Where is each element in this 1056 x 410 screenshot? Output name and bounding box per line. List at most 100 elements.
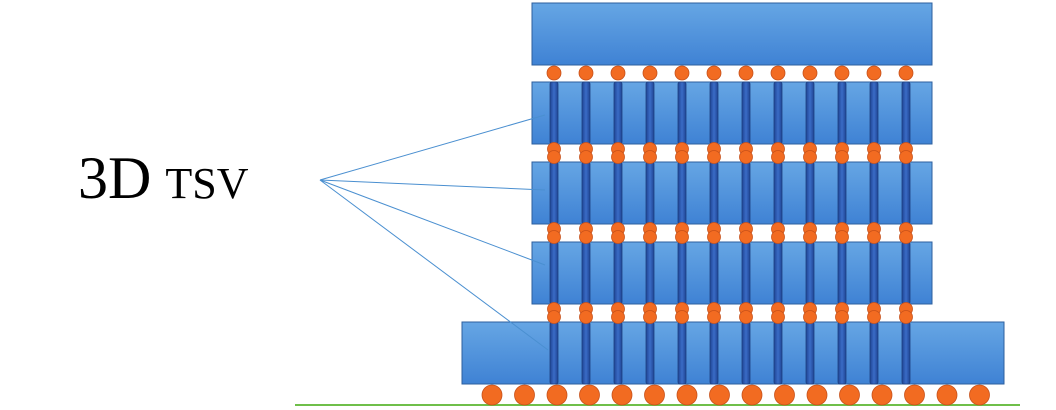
solder-bump — [739, 230, 753, 244]
solder-bump — [707, 230, 721, 244]
tsv-via — [837, 241, 847, 305]
tsv-via — [645, 321, 655, 385]
solder-bump — [866, 65, 882, 81]
solder-bump — [803, 150, 817, 164]
solder-bump — [835, 150, 849, 164]
tsv-die-1 — [531, 81, 933, 145]
solder-bump — [706, 65, 722, 81]
tsv-via — [901, 81, 911, 145]
label-3d: 3D — [78, 145, 152, 211]
solder-bump — [611, 384, 633, 406]
tsv-via — [677, 161, 687, 225]
solder-bump — [802, 65, 818, 81]
base-substrate — [461, 321, 1005, 385]
tsv-via — [645, 161, 655, 225]
solder-bump — [771, 150, 785, 164]
tsv-via — [805, 161, 815, 225]
tsv-via — [549, 321, 559, 385]
tsv-via — [613, 161, 623, 225]
solder-bump — [835, 310, 849, 324]
solder-bump — [771, 230, 785, 244]
tsv-via — [677, 241, 687, 305]
solder-bump — [643, 310, 657, 324]
solder-bump — [774, 384, 795, 406]
solder-bump — [771, 310, 785, 324]
tsv-via — [549, 241, 559, 305]
solder-bump — [675, 230, 689, 244]
tsv-via — [741, 241, 751, 305]
solder-bump — [899, 230, 913, 244]
solder-bump — [547, 310, 561, 324]
solder-bump — [610, 65, 626, 81]
solder-bump — [546, 384, 568, 406]
solder-bump — [611, 230, 625, 244]
tsv-via — [613, 81, 623, 145]
solder-bump — [643, 230, 657, 244]
solder-bump — [806, 384, 828, 406]
solder-bump — [969, 384, 990, 406]
tsv-via — [741, 321, 751, 385]
solder-bump — [770, 65, 786, 81]
tsv-via — [773, 241, 783, 305]
tsv-die-3 — [531, 241, 933, 305]
tsv-via — [741, 161, 751, 225]
solder-bump — [675, 150, 689, 164]
solder-bump — [481, 384, 503, 406]
tsv-via — [837, 81, 847, 145]
solder-bump — [579, 384, 600, 406]
callout-line — [319, 179, 546, 191]
tsv-via — [645, 241, 655, 305]
callout-line — [319, 179, 546, 266]
tsv-via — [581, 161, 591, 225]
tsv-via — [805, 81, 815, 145]
tsv-via — [901, 161, 911, 225]
tsv-via — [805, 241, 815, 305]
solder-bump — [867, 150, 881, 164]
tsv-via — [741, 81, 751, 145]
solder-bump — [904, 384, 925, 406]
tsv-via — [837, 321, 847, 385]
solder-bump — [709, 384, 730, 406]
solder-bump — [547, 150, 561, 164]
tsv-via — [901, 241, 911, 305]
solder-bump — [867, 310, 881, 324]
solder-bump — [674, 65, 690, 81]
solder-bump — [741, 384, 763, 406]
tsv-via — [677, 321, 687, 385]
solder-bump — [611, 150, 625, 164]
tsv-label: 3D TSV — [78, 148, 248, 218]
solder-bump — [611, 310, 625, 324]
solder-bump — [643, 150, 657, 164]
tsv-via — [709, 81, 719, 145]
tsv-via — [581, 81, 591, 145]
solder-bump — [546, 65, 562, 81]
solder-bump — [514, 384, 535, 406]
tsv-via — [773, 81, 783, 145]
tsv-via — [709, 321, 719, 385]
solder-bump — [803, 310, 817, 324]
tsv-via — [709, 161, 719, 225]
label-tsv: TSV — [165, 159, 249, 208]
tsv-via — [581, 321, 591, 385]
solder-bump — [547, 230, 561, 244]
tsv-via — [869, 81, 879, 145]
tsv-via — [581, 241, 591, 305]
tsv-via — [613, 321, 623, 385]
tsv-via — [869, 161, 879, 225]
solder-bump — [867, 230, 881, 244]
solder-bump — [835, 230, 849, 244]
solder-bump — [739, 310, 753, 324]
tsv-die-2 — [531, 161, 933, 225]
tsv-via — [549, 81, 559, 145]
solder-bump — [839, 384, 860, 406]
solder-bump — [803, 230, 817, 244]
solder-bump — [738, 65, 754, 81]
solder-bump — [644, 384, 665, 406]
solder-bump — [834, 65, 850, 81]
solder-bump — [871, 384, 893, 406]
tsv-via — [549, 161, 559, 225]
tsv-via — [869, 241, 879, 305]
solder-bump — [898, 65, 914, 81]
tsv-via — [773, 321, 783, 385]
